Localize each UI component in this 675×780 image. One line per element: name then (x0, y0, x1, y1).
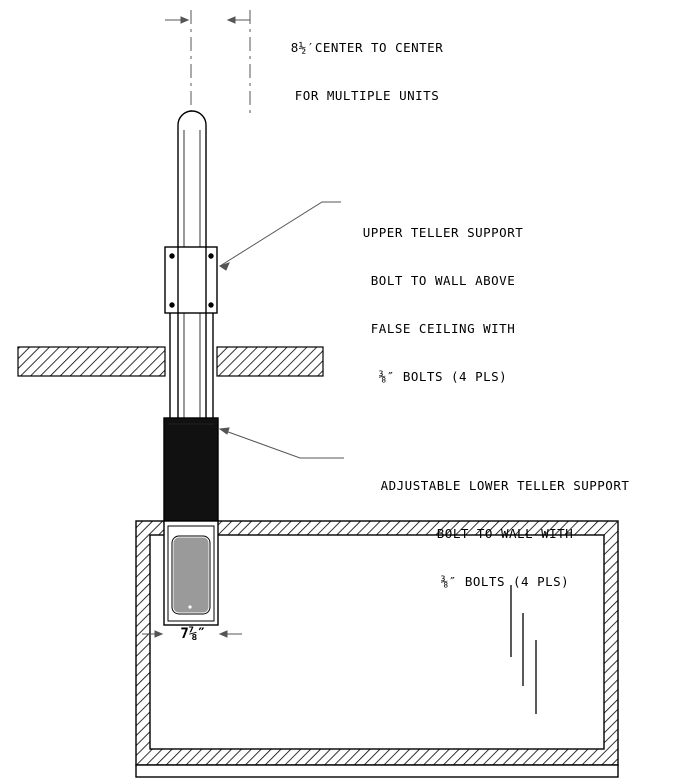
center-spacing-dimension (165, 10, 251, 120)
lower-support-line-3: ⅜″ BOLTS (4 PLS) (440, 574, 570, 589)
lower-support (163, 417, 219, 523)
width-dimension (142, 630, 242, 638)
leader-lines (218, 201, 344, 459)
width-dimension-label: 7⅞″ (180, 626, 206, 642)
upper-support-line-1: UPPER TELLER SUPPORT (362, 225, 524, 240)
upper-support-line-4: ⅜″ BOLTS (4 PLS) (378, 369, 508, 384)
lower-support-line-2: BOLT TO WALL WITH (436, 526, 574, 541)
false-ceiling (17, 346, 324, 377)
upper-support-note: UPPER TELLER SUPPORT BOLT TO WALL ABOVE … (318, 193, 568, 401)
center-spacing-note: 8½′CENTER TO CENTER FOR MULTIPLE UNITS (232, 8, 502, 120)
upper-support-line-2: BOLT TO WALL ABOVE (370, 273, 516, 288)
cash-drawer (163, 520, 219, 626)
lower-support-note: ADJUSTABLE LOWER TELLER SUPPORT BOLT TO … (340, 446, 670, 606)
lower-support-line-1: ADJUSTABLE LOWER TELLER SUPPORT (380, 478, 630, 493)
upper-support-line-3: FALSE CEILING WITH (370, 321, 516, 336)
glass-reflection-lines (510, 585, 537, 714)
center-spacing-line-2: FOR MULTIPLE UNITS (294, 88, 440, 103)
center-spacing-line-1: 8½′CENTER TO CENTER (290, 40, 444, 55)
upper-support-bracket (164, 246, 218, 420)
